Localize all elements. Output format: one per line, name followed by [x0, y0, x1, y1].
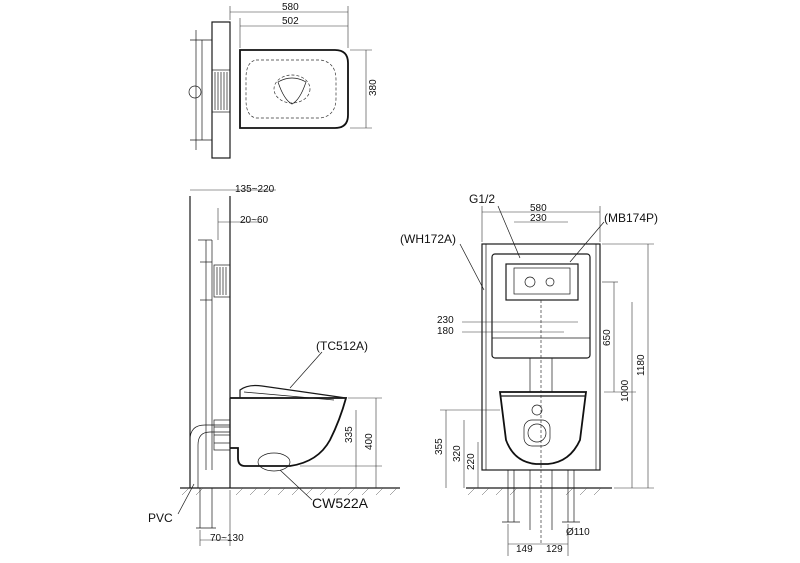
label-g12: G1/2: [469, 192, 495, 206]
toilet-bowl-front: [498, 391, 588, 465]
side-dim-135-220: 135~220: [235, 184, 275, 195]
side-view: 135~220 20~60 335 400 70~130 (TC512A) CW…: [148, 184, 400, 546]
front-dim-650: 650: [602, 329, 613, 346]
front-dim-230-top: 230: [530, 213, 547, 224]
front-dim-220: 220: [466, 453, 477, 470]
label-pvc: PVC: [148, 511, 173, 525]
top-view: 580 502 380: [188, 2, 379, 159]
front-dim-180: 180: [437, 326, 454, 337]
label-cw522a: CW522A: [312, 495, 369, 511]
front-dim-355: 355: [434, 438, 445, 455]
front-view: G1/2 580 230 (MB174P) (WH172A) 230 180 3…: [400, 192, 658, 556]
label-mb174p: (MB174P): [604, 211, 658, 225]
front-dim-129: 129: [546, 544, 563, 555]
front-dim-1180: 1180: [636, 354, 647, 376]
front-dim-149: 149: [516, 544, 533, 555]
side-dim-335: 335: [344, 426, 355, 443]
top-dim-380: 380: [368, 79, 379, 96]
label-tc512a: (TC512A): [316, 339, 368, 353]
side-dim-20-60: 20~60: [240, 215, 269, 226]
label-wh172a: (WH172A): [400, 232, 456, 246]
top-dim-580: 580: [282, 2, 299, 13]
front-dim-d110: Ø110: [566, 527, 590, 538]
front-dim-230-left: 230: [437, 315, 454, 326]
side-dim-70-130: 70~130: [210, 533, 244, 544]
toilet-bowl-top: [239, 49, 349, 129]
toilet-bowl-side: [230, 397, 348, 467]
side-dim-400: 400: [364, 433, 375, 450]
front-dim-1000: 1000: [620, 379, 631, 402]
top-dim-502: 502: [282, 16, 299, 27]
front-dim-320: 320: [452, 445, 463, 462]
front-dim-580: 580: [530, 203, 547, 214]
